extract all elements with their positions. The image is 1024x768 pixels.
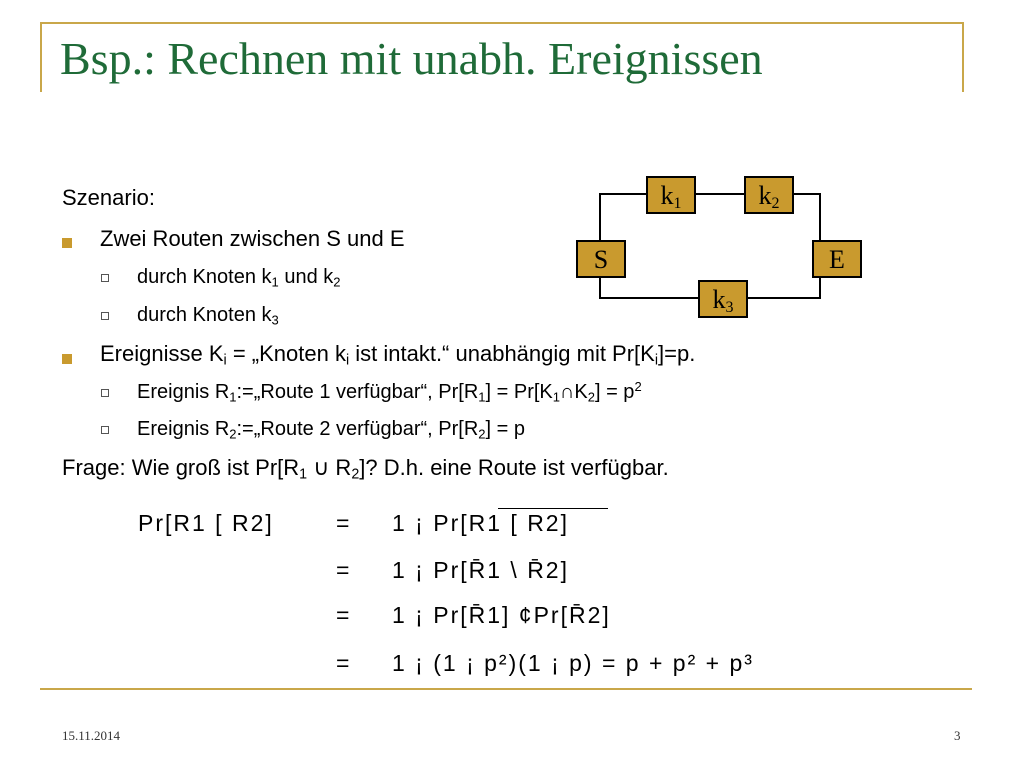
bullet-events: Ereignisse Ki = „Knoten ki ist intakt.“ … (100, 341, 696, 369)
formula-equals-3: = (336, 602, 350, 628)
frame-right-line (962, 22, 964, 92)
formula-line1-right: 1 ¡ Pr[R1 [ R2] (392, 510, 569, 536)
sub-bullet-icon (101, 312, 109, 320)
formula-equals-4: = (336, 650, 350, 676)
node-e: E (812, 240, 862, 278)
formula-line4-right: 1 ¡ (1 ¡ p²)(1 ¡ p) = p + p² + p³ (392, 650, 754, 676)
sub-bullet-route1: durch Knoten k1 und k2 (137, 266, 341, 290)
frame-bottom-line (40, 688, 972, 690)
frame-left-line (40, 22, 42, 92)
sub-bullet-icon (101, 389, 109, 397)
sub-bullet-route2: durch Knoten k3 (137, 304, 279, 328)
question-text: Frage: Wie groß ist Pr[R1 ∪ R2]? D.h. ei… (62, 455, 669, 483)
sub-bullet-icon (101, 426, 109, 434)
formula-line2-right: 1 ¡ Pr[R̄1 \ R̄2] (392, 557, 569, 583)
scenario-label: Szenario: (62, 185, 155, 210)
node-k2: k2 (744, 176, 794, 214)
footer-date: 15.11.2014 (62, 728, 121, 743)
frame-top-line (40, 22, 964, 24)
slide-title: Bsp.: Rechnen mit unabh. Ereignissen (60, 33, 763, 84)
formula-line3-right: 1 ¡ Pr[R̄1] ¢Pr[R̄2] (392, 602, 611, 628)
node-k1: k1 (646, 176, 696, 214)
bullet-routes: Zwei Routen zwischen S und E (100, 226, 405, 251)
formula-line1-left: Pr[R1 [ R2] (138, 510, 274, 536)
node-s: S (576, 240, 626, 278)
bullet-square-icon (62, 238, 72, 248)
bullet-square-icon (62, 354, 72, 364)
node-k3: k3 (698, 280, 748, 318)
sub-bullet-icon (101, 274, 109, 282)
formula-overbar (498, 508, 608, 509)
footer-page-number: 3 (954, 728, 961, 743)
formula-equals-1: = (336, 510, 350, 536)
sub-bullet-event1: Ereignis R1:=„Route 1 verfügbar“, Pr[R1]… (137, 378, 642, 405)
network-diagram: k1 k2 S E k3 (570, 170, 870, 320)
formula-equals-2: = (336, 557, 350, 583)
sub-bullet-event2: Ereignis R2:=„Route 2 verfügbar“, Pr[R2]… (137, 418, 525, 442)
